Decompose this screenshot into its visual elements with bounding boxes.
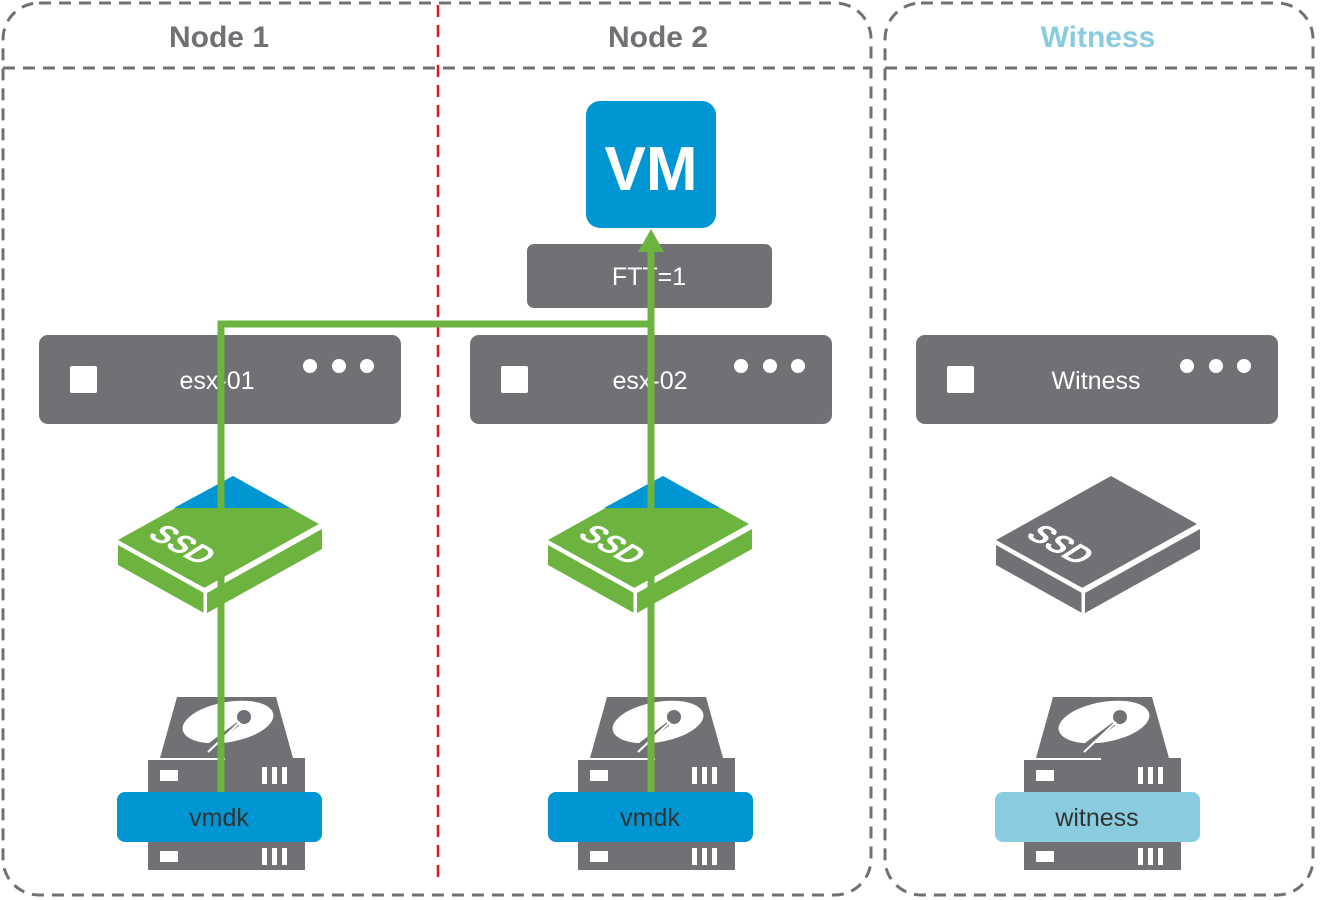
vm-tile[interactable]: VM	[586, 101, 716, 228]
disk-label: vmdk	[189, 804, 249, 832]
hdd-icon-node-1	[148, 697, 305, 870]
data-path-node-1	[217, 320, 651, 795]
more-options-icon[interactable]	[1180, 359, 1251, 373]
more-options-icon[interactable]	[734, 359, 805, 373]
data-path-arrowhead	[638, 229, 664, 252]
ssd-icon-witness: SSD	[995, 476, 1200, 613]
host-witness[interactable]: Witness	[916, 335, 1278, 424]
more-options-icon[interactable]	[303, 359, 374, 373]
disk-label-vmdk-node-2[interactable]: vmdk	[548, 792, 753, 842]
section-title-node-1: Node 1	[169, 21, 269, 54]
host-name: esx-01	[179, 367, 254, 395]
section-title-node-2: Node 2	[608, 21, 708, 54]
vm-label: VM	[605, 135, 698, 204]
host-status-square-icon	[70, 366, 97, 393]
host-status-square-icon	[947, 366, 974, 393]
nodes-group-box	[1, 1, 873, 897]
host-name: Witness	[1052, 367, 1141, 395]
section-title-witness: Witness	[1041, 21, 1156, 54]
disk-label: vmdk	[620, 804, 680, 832]
disk-label-vmdk-node-1[interactable]: vmdk	[117, 792, 322, 842]
data-path	[217, 248, 655, 795]
hdd-icon-witness	[1024, 697, 1181, 870]
disk-label: witness	[1054, 804, 1138, 832]
hdd-icon-node-2	[578, 697, 735, 870]
host-status-square-icon	[501, 366, 528, 393]
witness-group-box	[883, 1, 1315, 897]
disk-label-witness[interactable]: witness	[995, 792, 1200, 842]
